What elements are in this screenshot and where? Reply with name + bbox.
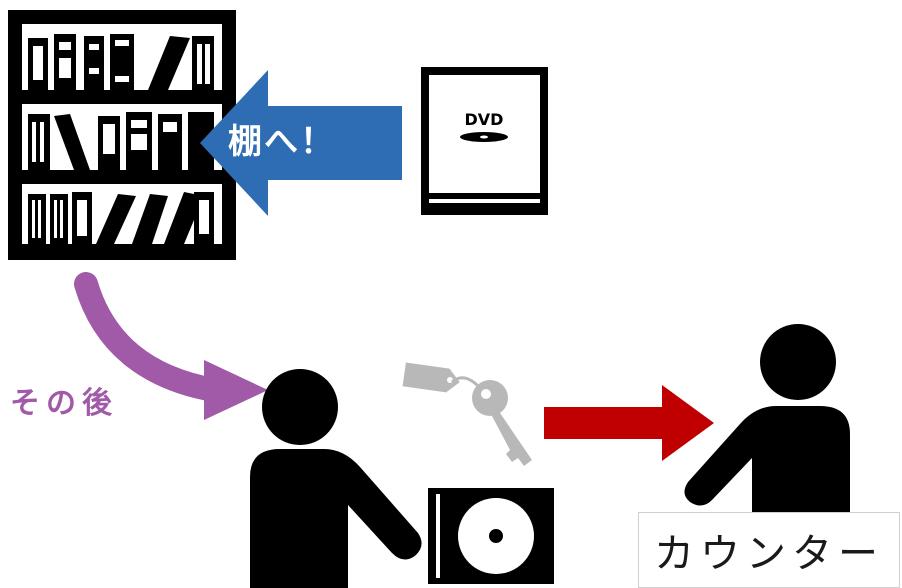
to-shelf-arrow bbox=[200, 70, 402, 216]
to-shelf-label: 棚へ！ bbox=[228, 122, 336, 162]
staff-person-icon bbox=[684, 324, 850, 512]
person-icon bbox=[250, 369, 422, 588]
counter-box: カウンター bbox=[638, 512, 900, 588]
then-label: その後 bbox=[10, 386, 118, 421]
disc-case-icon bbox=[428, 488, 554, 584]
then-arrow bbox=[74, 272, 268, 420]
counter-label: カウンター bbox=[654, 531, 884, 577]
dvd-case-icon: DVD bbox=[421, 67, 548, 215]
bookshelf-icon bbox=[8, 10, 236, 260]
key-tag-icon bbox=[402, 362, 532, 466]
dvd-logo-text: DVD bbox=[465, 110, 504, 129]
to-counter-arrow bbox=[544, 385, 714, 461]
